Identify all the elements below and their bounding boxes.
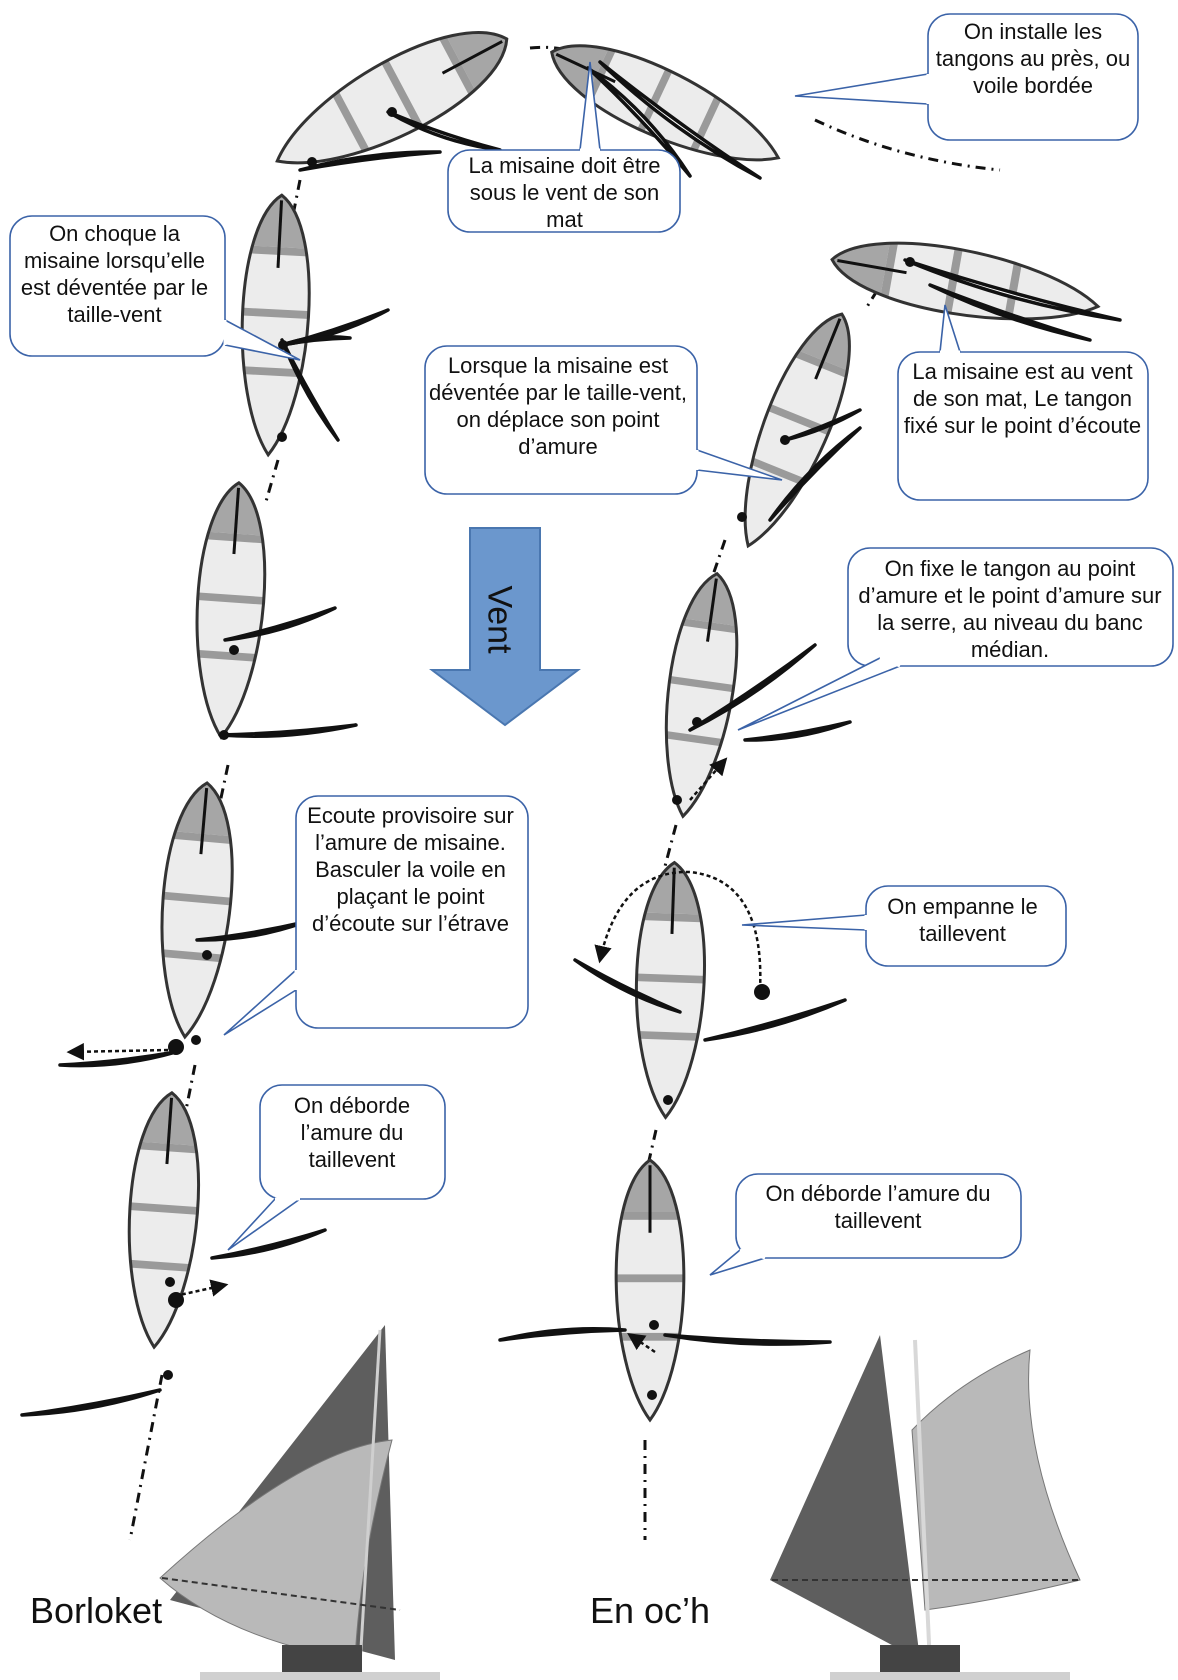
tack-dot-left <box>168 1039 184 1055</box>
callout-ecoute-provisoire: Ecoute provisoire sur l’amure de misaine… <box>307 803 514 936</box>
hull-left-4 <box>151 780 241 1040</box>
sail-r2a <box>783 408 862 442</box>
callouts-group <box>9 13 1174 1276</box>
sail-r1a <box>903 258 1122 322</box>
wind-arrow <box>429 527 581 727</box>
bubble-installe-tangons <box>794 13 1139 141</box>
hull-dot-3 <box>277 432 287 442</box>
hull-right-5 <box>614 1158 686 1423</box>
sail-r1b <box>928 283 1092 342</box>
sailboat-borloket <box>159 1325 440 1680</box>
sail-r5a <box>498 1327 627 1342</box>
label-en-och: En oc’h <box>590 1590 711 1631</box>
hull-left-2 <box>235 193 315 458</box>
callout-empanne: On empanne le taillevent <box>887 894 1038 946</box>
callout-deplace-point-amure: Lorsque la misaine est déventée par le t… <box>428 353 688 459</box>
sail-tr-b <box>598 60 762 180</box>
sail-l2c <box>280 338 340 442</box>
hull-dot-17 <box>647 1390 657 1400</box>
hull-left-5 <box>120 1090 206 1350</box>
action-arrows <box>66 757 762 1354</box>
callout-misaine-au-vent: La misaine est au vent de son mat, Le ta… <box>903 359 1142 438</box>
sails-group <box>20 60 1122 1417</box>
hull-dot-0 <box>307 157 317 167</box>
hull-dot-14 <box>672 795 682 805</box>
hull-dot-2 <box>278 340 288 350</box>
hull-left-3 <box>188 480 272 740</box>
hull-dot-8 <box>165 1277 175 1287</box>
label-borloket: Borloket <box>30 1590 163 1631</box>
bubble-deborde-gauche <box>227 1084 446 1251</box>
dotted-arrow-left <box>66 1042 169 1061</box>
callout-fixe-tangon: On fixe le tangon au point d’amure et le… <box>858 556 1162 662</box>
tack-dot-left-2 <box>168 1292 184 1308</box>
callout-misaine-sous-le-vent: La misaine doit être sous le vent de son… <box>468 153 661 232</box>
hull-dot-15 <box>663 1095 673 1105</box>
empanne-arc-arrow <box>594 870 762 991</box>
dotted-arrow-right <box>174 1279 229 1298</box>
dotted-arrow-up <box>689 757 728 801</box>
sail-r4b <box>703 998 847 1042</box>
hull-dot-5 <box>219 730 229 740</box>
sail-l2b <box>280 335 352 347</box>
sail-r3a <box>688 643 817 732</box>
sailboat-en-och <box>770 1335 1081 1680</box>
sail-r3b <box>743 720 852 742</box>
empanne-dot <box>754 984 770 1000</box>
hull-dot-4 <box>229 645 239 655</box>
bubble-deborde-droite <box>709 1173 1022 1276</box>
sail-tr-a <box>586 66 692 178</box>
hull-dot-11 <box>780 435 790 445</box>
bubble-choque-misaine <box>9 215 301 361</box>
wind-label: Vent <box>480 585 519 654</box>
bubble-empanne <box>741 885 1067 967</box>
sail-l4b <box>58 1050 178 1068</box>
sail-l5b <box>20 1388 162 1417</box>
sail-l3b <box>218 723 358 738</box>
sail-r5b <box>663 1333 832 1346</box>
hull-left-1 <box>275 6 525 172</box>
sail-l5a <box>210 1228 327 1260</box>
bubble-misaine-au-vent <box>897 304 1149 501</box>
bubble-ecoute-provisoire <box>223 795 529 1036</box>
callout-deborde-gauche: On déborde l’amure du taillevent <box>293 1093 411 1172</box>
hull-dot-12 <box>737 512 747 522</box>
sail-l1a <box>298 150 442 172</box>
hull-dot-9 <box>163 1370 173 1380</box>
sail-r2b <box>768 426 862 522</box>
hull-dot-13 <box>692 717 702 727</box>
bubble-deplace-point-amure <box>424 345 783 495</box>
hull-dot-1 <box>387 107 397 117</box>
hull-dot-7 <box>191 1035 201 1045</box>
sail-r4a <box>573 958 682 1014</box>
callout-choque-misaine: On choque la misaine lorsqu’elle est dév… <box>20 221 209 327</box>
bubble-misaine-sous-le-vent <box>447 61 681 233</box>
hull-dot-10 <box>905 257 915 267</box>
callout-installe-tangons: On installe les tangons au près, ou voil… <box>935 19 1131 98</box>
sail-l3a <box>223 606 337 642</box>
callout-deborde-droite: On déborde l’amure du taillevent <box>765 1181 991 1233</box>
dotted-arrow-back <box>627 1333 656 1354</box>
bubble-fixe-tangon <box>737 547 1174 731</box>
hull-dot-16 <box>649 1320 659 1330</box>
hull-dot-6 <box>202 950 212 960</box>
